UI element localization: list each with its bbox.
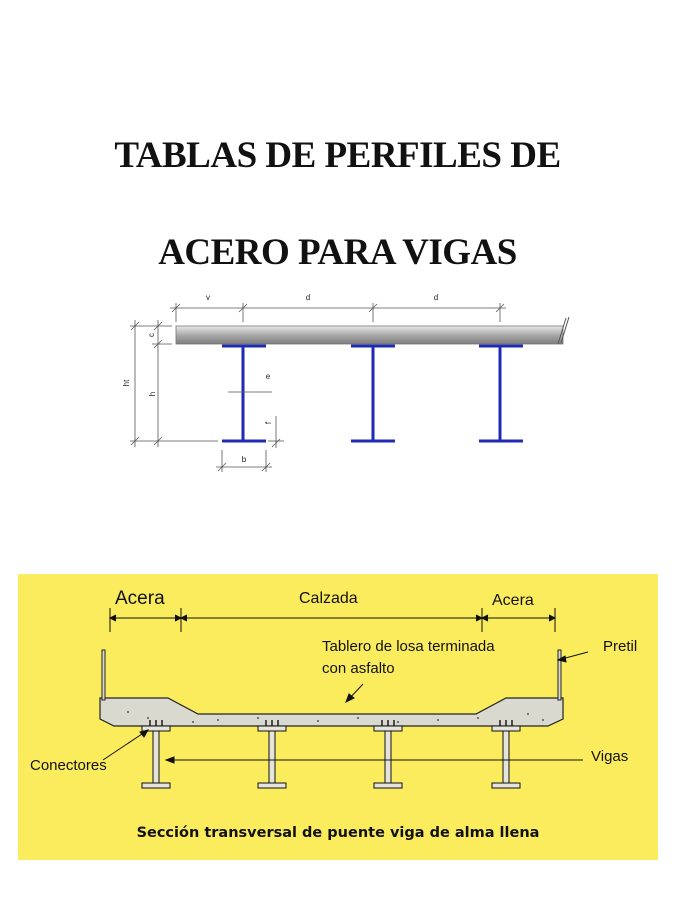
- concrete-slab: [175, 325, 564, 345]
- label-tablero-line-2: con asfalto: [322, 660, 395, 677]
- steel-beam: [491, 725, 521, 732]
- steel-i-beam: [479, 344, 523, 443]
- steel-i-beam: [351, 344, 395, 443]
- label-conectores: Conectores: [30, 757, 107, 774]
- label-acera-right: Acera: [492, 592, 534, 609]
- page-title-line-1: TABLAS DE PERFILES DE: [114, 135, 561, 176]
- label-acera-left: Acera: [115, 588, 165, 609]
- dim-label-e: e: [266, 372, 271, 381]
- figure-caption: Sección transversal de puente viga de al…: [136, 825, 540, 841]
- steel-beam: [373, 725, 403, 732]
- dim-label-f: f: [264, 421, 273, 424]
- dim-label-b: b: [242, 455, 247, 464]
- bridge-section-drawing: [99, 608, 589, 789]
- slab-break-mark: [557, 316, 570, 345]
- label-pretil: Pretil: [603, 638, 638, 655]
- steel-beam: [257, 725, 287, 732]
- bridge-section-panel: Acera Calzada Acera Tablero de losa term…: [18, 574, 658, 860]
- dim-label-v: v: [206, 293, 210, 302]
- label-vigas: Vigas: [591, 748, 629, 765]
- parapet: [101, 649, 106, 701]
- dim-label-d: d: [434, 293, 438, 302]
- label-tablero-line-1: Tablero de losa terminada: [322, 638, 495, 655]
- parapet: [557, 649, 562, 701]
- deck-slab: [99, 697, 564, 727]
- page-title-line-2: ACERO PARA VIGAS: [158, 232, 517, 273]
- dim-label-h: h: [148, 392, 157, 396]
- steel-i-beam: [222, 344, 266, 443]
- dim-label-c: c: [147, 333, 156, 337]
- dim-label-d: d: [306, 293, 310, 302]
- label-calzada: Calzada: [299, 590, 358, 607]
- dim-label-ht: ht: [122, 379, 131, 386]
